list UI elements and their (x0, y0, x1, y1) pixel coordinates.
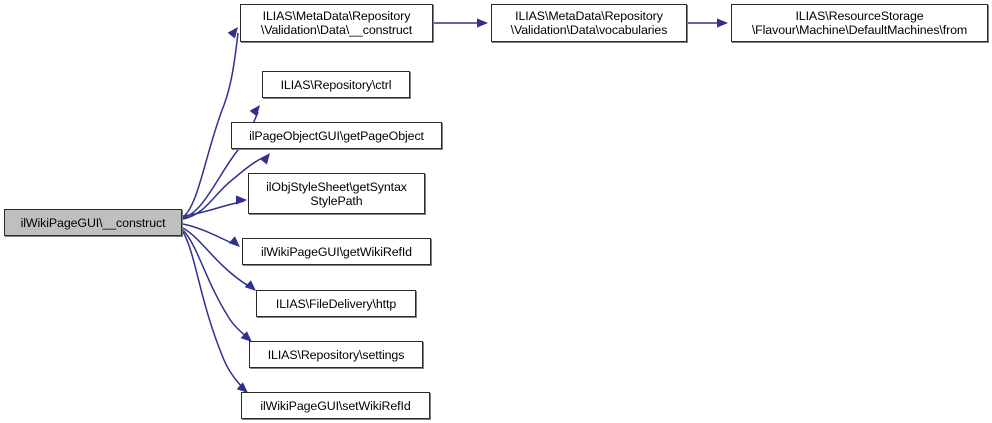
arrowhead-icon (477, 18, 488, 28)
graph-node-set-wiki-ref-id[interactable]: ilWikiPageGUI\setWikiRefId (241, 392, 430, 419)
graph-edge-root-to-repository-settings (182, 229, 249, 339)
arrowhead-icon (236, 195, 247, 205)
arrowhead-icon (228, 236, 240, 247)
graph-edge-root-to-get-wiki-ref-id (182, 223, 235, 245)
graph-node-label: ilPageObjectGUI\getPageObject (249, 128, 424, 143)
graph-node-label: ILIAS\MetaData\Repository \Validation\Da… (510, 9, 668, 37)
graph-node-label: ILIAS\FileDelivery\http (275, 296, 397, 311)
arrowhead-icon (249, 105, 260, 117)
graph-edge-root-to-md-construct (182, 32, 239, 218)
arrowhead-icon (259, 153, 270, 165)
arrowhead-icon (227, 27, 238, 39)
graph-node-root[interactable]: ilWikiPageGUI\__construct (4, 209, 182, 236)
graph-node-get-page-object[interactable]: ilPageObjectGUI\getPageObject (231, 122, 442, 149)
graph-node-label: ilWikiPageGUI\__construct (20, 215, 166, 230)
graph-node-label: ilObjStyleSheet\getSyntax StylePath (266, 179, 407, 208)
graph-edge-root-to-get-syntax-style-path (182, 200, 245, 217)
graph-node-md-vocabularies[interactable]: ILIAS\MetaData\Repository \Validation\Da… (491, 4, 687, 42)
graph-node-label: ILIAS\Repository\settings (267, 347, 405, 362)
graph-node-md-construct[interactable]: ILIAS\MetaData\Repository \Validation\Da… (240, 4, 433, 42)
graph-node-get-wiki-ref-id[interactable]: ilWikiPageGUI\getWikiRefId (242, 238, 431, 265)
graph-node-get-syntax-style-path[interactable]: ilObjStyleSheet\getSyntax StylePath (248, 173, 425, 214)
graph-node-file-delivery-http[interactable]: ILIAS\FileDelivery\http (256, 290, 416, 317)
graph-node-label: ILIAS\MetaData\Repository \Validation\Da… (260, 9, 413, 37)
graph-node-label: ilWikiPageGUI\setWikiRefId (260, 398, 411, 413)
graph-node-repository-settings[interactable]: ILIAS\Repository\settings (249, 341, 423, 368)
graph-node-label: ilWikiPageGUI\getWikiRefId (261, 244, 412, 259)
graph-node-repository-ctrl[interactable]: ILIAS\Repository\ctrl (262, 71, 410, 98)
graph-node-rs-default-machines-from[interactable]: ILIAS\ResourceStorage \Flavour\Machine\D… (731, 4, 988, 42)
graph-node-label: ILIAS\ResourceStorage \Flavour\Machine\D… (751, 9, 968, 37)
graph-edge-root-to-set-wiki-ref-id (182, 231, 246, 391)
arrowhead-icon (244, 280, 256, 291)
graph-node-label: ILIAS\Repository\ctrl (280, 77, 392, 92)
arrowhead-icon (717, 18, 728, 28)
